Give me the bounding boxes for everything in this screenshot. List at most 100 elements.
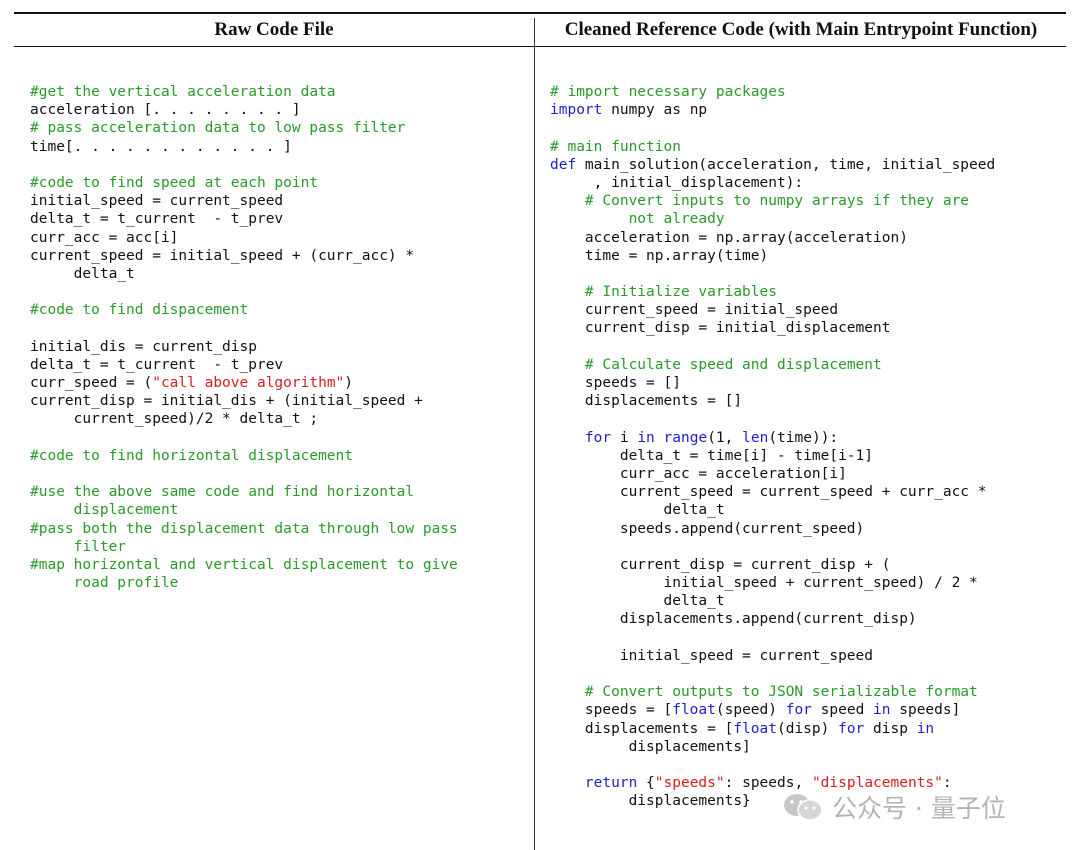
code-text: main_solution(acceleration, time, initia… [576, 156, 996, 173]
code-line [30, 156, 458, 174]
code-text: current_disp = current_disp + ( [550, 556, 891, 573]
wechat-icon [784, 794, 823, 821]
code-line: # Calculate speed and displacement [550, 356, 995, 374]
code-text: numpy as np [602, 102, 708, 119]
code-text: acceleration = np.array(acceleration) [550, 229, 908, 246]
code-line: curr_acc = acc[i] [30, 229, 458, 247]
code-keyword: in [637, 429, 655, 446]
code-line: delta_t = t_current - t_prev [30, 210, 458, 228]
code-line: return {"speeds": speeds, "displacements… [550, 774, 995, 792]
code-text: initial_speed = current_speed [30, 193, 284, 210]
code-text: delta_t [550, 502, 725, 519]
code-text [550, 357, 585, 373]
code-text [550, 775, 585, 791]
table-top-rule [14, 12, 1066, 14]
code-line: speeds = [] [550, 374, 995, 392]
code-line [550, 410, 995, 428]
code-text [550, 430, 585, 446]
code-text: displacements} [550, 793, 751, 810]
code-text: (speed) [715, 702, 786, 719]
code-comment: not already [628, 211, 725, 228]
code-comment: # main function [550, 138, 681, 155]
code-comment: displacement [30, 502, 179, 519]
code-line [550, 119, 995, 137]
header-bottom-rule [14, 46, 1066, 47]
code-line: displacements = [float(disp) for disp in [550, 720, 995, 738]
code-line: def main_solution(acceleration, time, in… [550, 156, 995, 174]
code-comment: #code to find horizontal displacement [30, 447, 354, 464]
code-line [550, 265, 995, 283]
code-line: acceleration = np.array(acceleration) [550, 229, 995, 247]
code-text: initial_dis = current_disp [30, 338, 257, 355]
code-line: current_speed = current_speed + curr_acc… [550, 483, 995, 501]
code-string: "call above algorithm" [152, 375, 345, 391]
code-text: time = np.array(time) [550, 247, 769, 264]
code-line: road profile [30, 574, 458, 592]
code-text: delta_t = t_current - t_prev [30, 356, 284, 373]
code-text: i [611, 429, 638, 446]
code-line: import numpy as np [550, 101, 995, 119]
code-text: current_speed = current_speed + curr_acc… [550, 484, 987, 501]
code-line [550, 538, 995, 556]
code-text: curr_acc = acceleration[i] [550, 465, 847, 482]
code-line [30, 429, 458, 447]
code-line: # main function [550, 138, 995, 156]
code-text: time[. . . . . . . . . . . . ] [30, 138, 292, 155]
code-comment: #pass both the displacement data through… [30, 520, 458, 537]
code-keyword: len [742, 429, 769, 446]
code-text: (disp) [776, 720, 839, 737]
code-comment: # Convert inputs to numpy arrays if they… [584, 193, 970, 210]
code-text: disp [864, 720, 917, 737]
code-text: initial_speed + current_speed) / 2 * [550, 575, 978, 592]
code-line: # pass acceleration data to low pass fil… [30, 119, 458, 137]
code-comment: road profile [30, 575, 179, 592]
code-line: # Convert outputs to JSON serializable f… [550, 683, 995, 701]
code-text: speed [811, 702, 874, 719]
code-comment: # pass acceleration data to low pass fil… [30, 120, 406, 137]
code-line: curr_speed = ("call above algorithm") [30, 374, 458, 392]
code-line: displacements.append(current_disp) [550, 610, 995, 628]
code-line: displacements} [550, 792, 995, 810]
code-line: initial_speed = current_speed [550, 647, 995, 665]
code-line: initial_speed + current_speed) / 2 * [550, 574, 995, 592]
code-text: speeds.append(current_speed) [550, 520, 865, 537]
code-line: curr_acc = acceleration[i] [550, 465, 995, 483]
code-line: current_speed = initial_speed + (curr_ac… [30, 247, 458, 265]
code-text: acceleration [. . . . . . . . ] [30, 102, 301, 119]
code-line: displacements] [550, 738, 995, 756]
code-text: curr_speed = ( [30, 375, 153, 391]
code-text: curr_acc = acc[i] [30, 229, 179, 246]
code-line: #map horizontal and vertical displacemen… [30, 556, 458, 574]
code-text: initial_speed = current_speed [550, 647, 874, 664]
code-text: : [942, 775, 952, 792]
code-keyword: for [785, 702, 812, 719]
code-text: displacements] [550, 738, 751, 755]
code-line: current_disp = initial_dis + (initial_sp… [30, 392, 458, 410]
code-comment: #get the vertical acceleration data [30, 84, 336, 100]
code-keyword: import [550, 102, 603, 119]
code-comment: # Calculate speed and displacement [584, 356, 882, 373]
code-string: "speeds" [654, 775, 725, 792]
code-line: #code to find dispacement [30, 301, 458, 319]
code-text: { [637, 775, 655, 792]
code-line: time = np.array(time) [550, 247, 995, 265]
code-keyword: float [733, 720, 777, 737]
code-line: #code to find speed at each point [30, 174, 458, 192]
code-line: current_disp = initial_displacement [550, 319, 995, 337]
code-text: displacements = [] [550, 393, 743, 410]
code-line: delta_t = t_current - t_prev [30, 356, 458, 374]
header-raw-code-file: Raw Code File [214, 19, 334, 40]
code-line: initial_speed = current_speed [30, 192, 458, 210]
code-text: current_speed)/2 * delta_t ; [30, 411, 319, 428]
code-line: initial_dis = current_disp [30, 338, 458, 356]
code-comment: # Initialize variables [584, 284, 777, 301]
code-line [550, 756, 995, 774]
code-text: delta_t = t_current - t_prev [30, 211, 284, 228]
code-text: , initial_displacement): [550, 174, 804, 191]
code-line: delta_t = time[i] - time[i-1] [550, 447, 995, 465]
code-line: # import necessary packages [550, 83, 995, 101]
code-line: #use the above same code and find horizo… [30, 483, 458, 501]
code-line: speeds.append(current_speed) [550, 520, 995, 538]
code-line: delta_t [550, 501, 995, 519]
